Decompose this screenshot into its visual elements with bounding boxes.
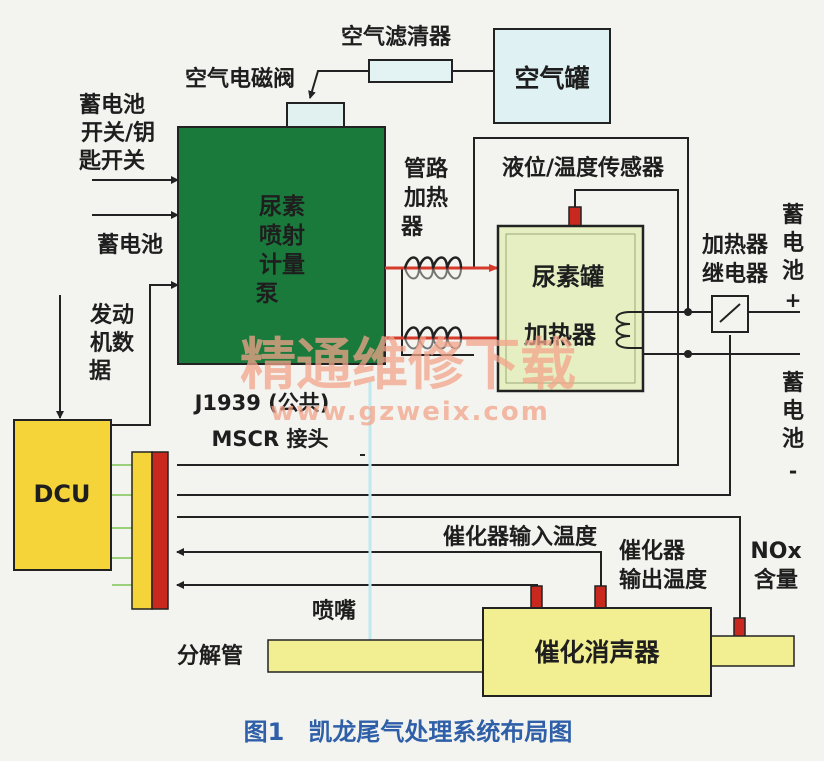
catalyst-output-temp-sensor (594, 585, 607, 609)
figure-caption: 图1 凯龙尾气处理系统布局图 (244, 718, 573, 746)
catalyst-input-temp-label: 催化器输入温度 (443, 524, 598, 550)
svg-text:尿素: 尿素 (259, 193, 305, 220)
nozzle-label: 喷嘴 (312, 599, 356, 624)
air-tank (493, 28, 611, 124)
level-temp-sensor (568, 206, 582, 228)
dcu-label: DCU (33, 480, 90, 508)
junction-pos (684, 308, 692, 316)
mscr-connector-yellow (131, 451, 153, 610)
pipe-heater-label-2: 加热 (403, 185, 448, 211)
svg-text:蓄: 蓄 (782, 203, 804, 228)
dcu-box (13, 419, 112, 571)
battery-positive-label: 蓄 电 池 + (782, 203, 804, 312)
battery-label: 蓄电池 (97, 233, 163, 258)
relay-switch (719, 303, 741, 323)
mscr-connector-red (151, 451, 169, 610)
svg-text:池: 池 (782, 259, 804, 284)
j1939-label: J1939 (公共) (193, 391, 330, 415)
catalyst-output-temp-label-1: 催化器 (619, 538, 686, 564)
pipe-heater-label-1: 管路 (404, 156, 449, 182)
battery-switch-label-1: 蓄电池 (79, 93, 145, 118)
pump-label: 尿素 喷射 计量 泵 (256, 193, 306, 307)
heater-relay-label-1: 加热器 (701, 232, 769, 258)
battery-switch-label-3: 匙开关 (79, 149, 145, 174)
catalytic-muffler-label: 催化消声器 (534, 638, 660, 667)
nox-label-1: NOx (750, 539, 801, 564)
svg-text:蓄: 蓄 (782, 371, 804, 396)
urea-dosing-pump (177, 126, 386, 365)
engine-data-label-1: 发动 (89, 302, 134, 328)
engine-data-label-2: 机数 (90, 330, 135, 356)
mscr-label: MSCR 接头 (212, 427, 329, 451)
decomposition-tube (267, 639, 484, 673)
svg-text:喷射: 喷射 (259, 222, 305, 249)
urea-tank (496, 224, 645, 393)
wiring (56, 70, 800, 622)
svg-text:计量: 计量 (259, 252, 305, 278)
catalyst-input-temp-sensor (530, 585, 543, 609)
pipe-heater-coils (385, 256, 499, 350)
heater-relay (711, 295, 749, 333)
svg-text:-: - (789, 459, 797, 483)
air-solenoid (286, 102, 345, 129)
air-tank-label: 空气罐 (514, 64, 589, 93)
air-solenoid-label: 空气电磁阀 (185, 66, 295, 92)
catalytic-muffler (482, 607, 712, 697)
urea-tank-inner (505, 233, 636, 384)
watermark-cn: 精通维修下载 (240, 333, 576, 398)
heater-relay-label-2: 继电器 (702, 261, 769, 287)
svg-text:+: + (785, 288, 802, 312)
svg-text:电: 电 (782, 399, 804, 424)
tailpipe (709, 635, 795, 667)
air-filter (368, 59, 453, 83)
nox-label-2: 含量 (754, 567, 798, 593)
watermark-url: www.gzweix.com (270, 397, 550, 427)
tank-heater-label: 加热器 (524, 321, 597, 349)
svg-text:电: 电 (782, 231, 804, 256)
catalyst-output-temp-label-2: 输出温度 (619, 567, 708, 593)
level-temp-sensor-label: 液位/温度传感器 (502, 155, 665, 181)
dcu-connector-pins (112, 464, 132, 586)
tank-heater-coil (615, 311, 643, 349)
decomposition-tube-label: 分解管 (177, 643, 243, 669)
air-filter-label: 空气滤清器 (341, 24, 452, 50)
battery-switch-label-2: 开关/钥 (81, 120, 155, 146)
pipe-heater-label-3: 器 (400, 215, 424, 240)
svg-text:池: 池 (782, 427, 804, 452)
battery-negative-label: 蓄 电 池 - (782, 371, 804, 483)
junction-neg (684, 350, 692, 358)
urea-tank-label: 尿素罐 (532, 263, 604, 291)
engine-data-label-3: 据 (89, 359, 111, 384)
svg-text:泵: 泵 (256, 281, 279, 307)
